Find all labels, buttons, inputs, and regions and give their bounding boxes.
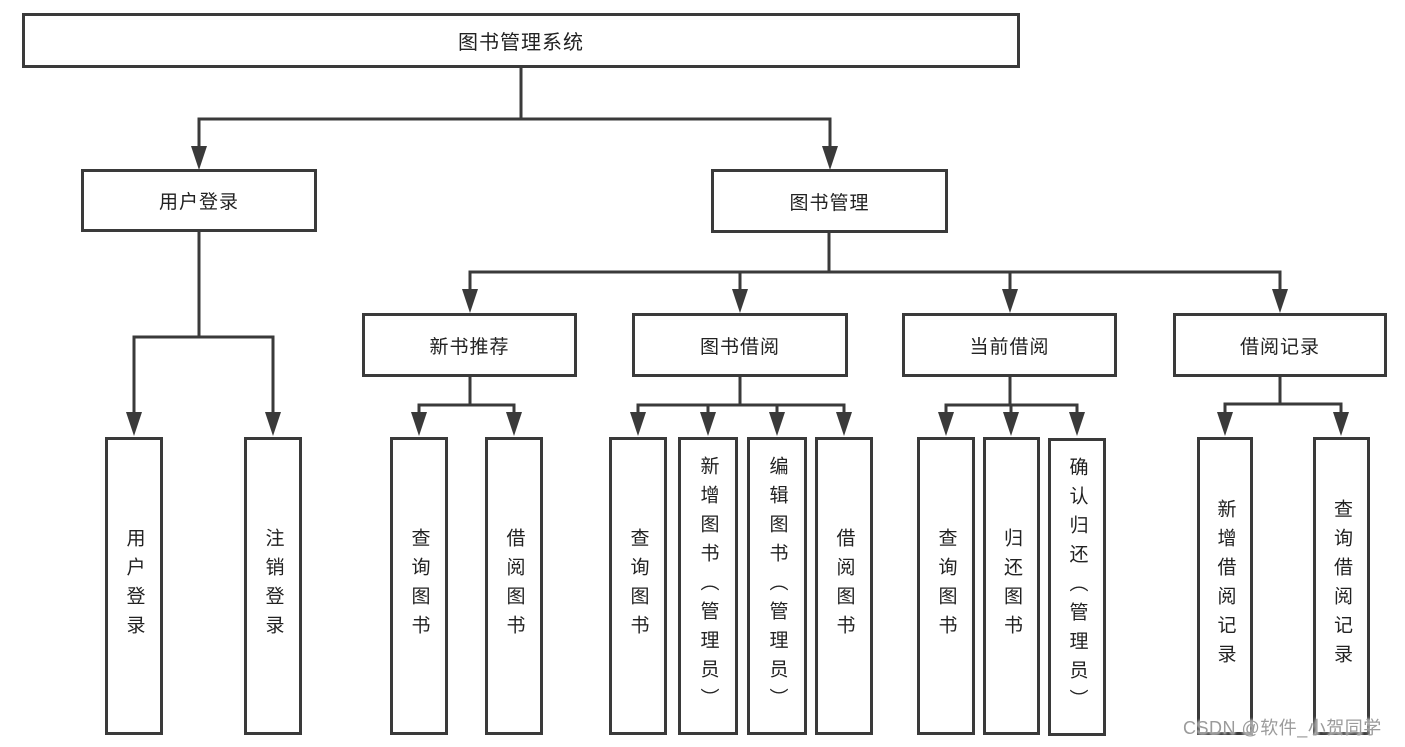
leaf-add-borrow-record: 新增借阅记录 (1197, 437, 1253, 735)
connector-arrowheads (126, 146, 1349, 436)
node-label: 注销登录 (262, 528, 284, 644)
node-label: 用户登录 (158, 192, 239, 213)
leaf-add-books-admin: 新增图书（管理员） (678, 437, 738, 735)
node-label: 借阅图书 (503, 528, 525, 644)
leaf-query-books-borrow: 查询图书 (609, 437, 667, 735)
node-label: 查询图书 (627, 528, 649, 644)
node-borrowing-records: 借阅记录 (1173, 313, 1387, 377)
leaf-return-books: 归还图书 (983, 437, 1040, 735)
leaf-user-login: 用户登录 (105, 437, 163, 735)
node-book-management: 图书管理 (711, 169, 948, 233)
node-label: 图书管理系统 (458, 32, 584, 54)
csdn-watermark: CSDN @软件_小贺同学 (1183, 718, 1382, 738)
leaf-borrow-books-recommend: 借阅图书 (485, 437, 543, 735)
node-label: 图书管理 (789, 192, 870, 214)
node-label: 新增借阅记录 (1214, 499, 1236, 673)
leaf-query-borrow-record: 查询借阅记录 (1313, 437, 1370, 735)
node-label: 借阅记录 (1239, 336, 1320, 358)
node-label: 查询借阅记录 (1331, 499, 1352, 673)
node-label: 用户登录 (123, 528, 145, 644)
node-library-system: 图书管理系统 (22, 13, 1020, 68)
node-label: 归还图书 (1001, 528, 1022, 644)
node-new-book-recommendation: 新书推荐 (362, 313, 577, 377)
node-label: 确认归还（管理员） (1066, 456, 1088, 718)
node-current-borrowing: 当前借阅 (902, 313, 1117, 377)
connector-paths (132, 68, 1343, 414)
leaf-query-books-current: 查询图书 (917, 437, 975, 735)
node-label: 新书推荐 (429, 336, 510, 358)
leaf-query-books-recommend: 查询图书 (390, 437, 448, 735)
node-label: 新增图书（管理员） (697, 455, 719, 717)
leaf-confirm-return-admin: 确认归还（管理员） (1048, 438, 1106, 736)
node-label: 借阅图书 (833, 528, 855, 644)
node-label: 图书借阅 (699, 336, 780, 358)
leaf-edit-books-admin: 编辑图书（管理员） (747, 437, 807, 735)
node-label: 编辑图书（管理员） (766, 455, 788, 717)
node-user-login: 用户登录 (81, 169, 317, 232)
node-label: 查询图书 (935, 528, 957, 644)
node-label: 查询图书 (408, 528, 430, 644)
node-book-borrowing: 图书借阅 (632, 313, 848, 377)
leaf-borrow-books: 借阅图书 (815, 437, 873, 735)
leaf-logout-login: 注销登录 (244, 437, 302, 735)
node-label: 当前借阅 (969, 336, 1050, 358)
